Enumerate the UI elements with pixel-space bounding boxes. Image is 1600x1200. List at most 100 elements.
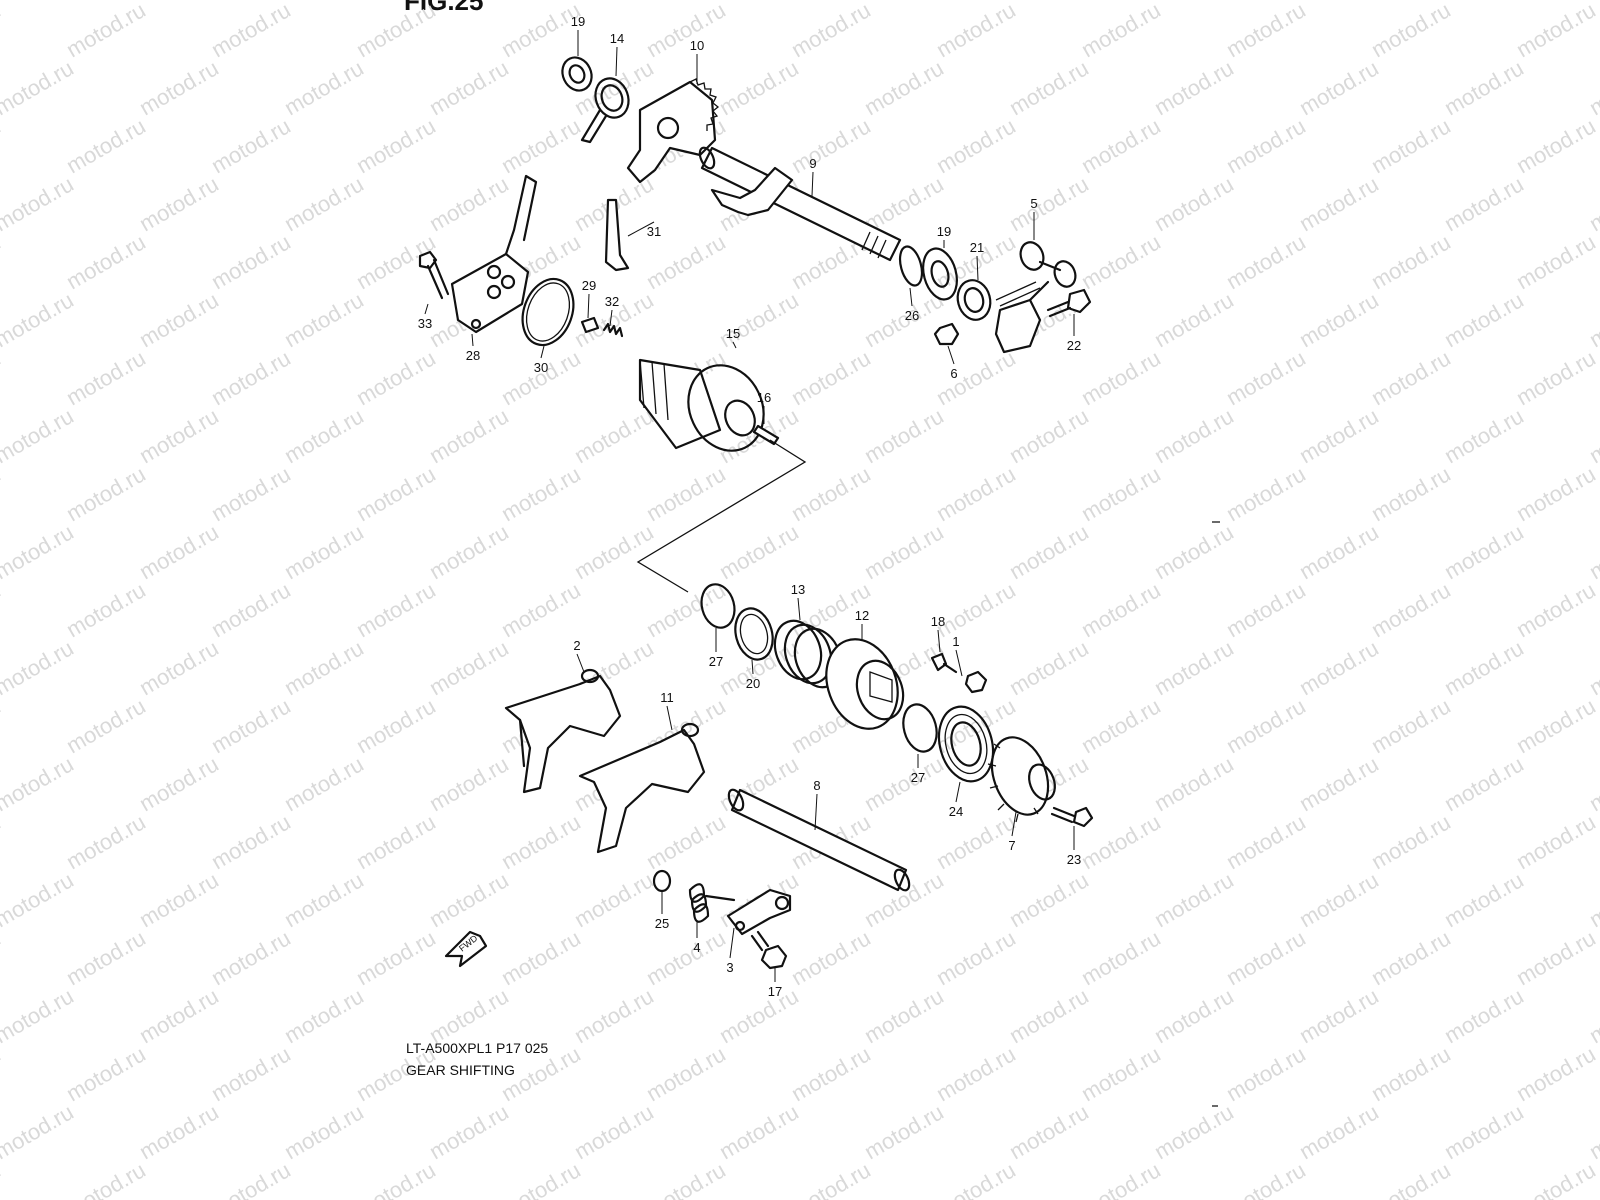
watermark-text: motod.ru <box>1077 0 1165 62</box>
part-22-bolt <box>1046 288 1092 318</box>
part-8-fork-shaft <box>727 788 911 892</box>
watermark-text: motod.ru <box>1440 635 1528 700</box>
watermark-text: motod.ru <box>0 577 5 642</box>
watermark-text: motod.ru <box>0 403 78 468</box>
callout-number-18: 18 <box>931 614 945 629</box>
watermark-text: motod.ru <box>280 983 368 1048</box>
watermark-text: motod.ru <box>497 925 585 990</box>
callout-number-19: 19 <box>571 14 585 29</box>
callout-number-29: 29 <box>582 278 596 293</box>
watermark-text: motod.ru <box>207 693 295 758</box>
watermark-text: motod.ru <box>135 867 223 932</box>
callout-number-27: 27 <box>911 770 925 785</box>
watermark-text: motod.ru <box>1512 809 1600 874</box>
part-10-shift-arm <box>626 78 720 184</box>
watermark-text: motod.ru <box>570 403 658 468</box>
watermark-text: motod.ru <box>135 403 223 468</box>
callout-leader-line <box>909 287 913 307</box>
watermark-text: motod.ru <box>1367 1157 1455 1200</box>
part-18-bolt <box>930 652 958 674</box>
watermark-text: motod.ru <box>1512 0 1600 62</box>
watermark-text: motod.ru <box>497 113 585 178</box>
watermark-text: motod.ru <box>207 1041 295 1106</box>
watermark-text: motod.ru <box>425 635 513 700</box>
watermark-text: motod.ru <box>1077 113 1165 178</box>
watermark-text: motod.ru <box>1005 635 1093 700</box>
watermark-text: motod.ru <box>1150 983 1238 1048</box>
watermark-text: motod.ru <box>280 1099 368 1164</box>
watermark-text: motod.ru <box>497 577 585 642</box>
part-30-o-ring <box>521 277 575 347</box>
watermark-text: motod.ru <box>1222 461 1310 526</box>
watermark-text: motod.ru <box>280 751 368 816</box>
watermark-text: motod.ru <box>642 577 730 642</box>
part-9-shift-shaft <box>698 146 902 262</box>
watermark-text: motod.ru <box>0 171 78 236</box>
watermark-text: motod.ru <box>352 809 440 874</box>
watermark-text: motod.ru <box>0 867 78 932</box>
watermark-text: motod.ru <box>1077 1041 1165 1106</box>
watermark-text: motod.ru <box>135 1099 223 1164</box>
part-24-bearing <box>937 705 995 783</box>
watermark-text: motod.ru <box>280 287 368 352</box>
watermark-text: motod.ru <box>0 809 5 874</box>
watermark-text: motod.ru <box>62 345 150 410</box>
watermark-text: motod.ru <box>1077 577 1165 642</box>
watermark-text: motod.ru <box>1585 1099 1600 1164</box>
watermark-text: motod.ru <box>62 229 150 294</box>
watermark-text: motod.ru <box>497 461 585 526</box>
watermark-text: motod.ru <box>280 0 368 4</box>
part-28-cover <box>450 174 538 334</box>
watermark-text: motod.ru <box>787 1041 875 1106</box>
callout-number-32: 32 <box>605 294 619 309</box>
watermark-text: motod.ru <box>1222 229 1310 294</box>
callout-number-11: 11 <box>660 690 674 705</box>
watermark-text: motod.ru <box>1005 0 1093 4</box>
watermark-text: motod.ru <box>787 925 875 990</box>
watermark-text: motod.ru <box>1440 287 1528 352</box>
part-3-stopper-arm <box>726 888 792 936</box>
watermark-text: motod.ru <box>0 983 78 1048</box>
watermark-text: motod.ru <box>1222 1041 1310 1106</box>
watermark-text: motod.ru <box>207 0 295 62</box>
watermark-text: motod.ru <box>62 0 150 62</box>
watermark-text: motod.ru <box>280 403 368 468</box>
watermark-text: motod.ru <box>135 519 223 584</box>
watermark-text: motod.ru <box>860 1099 948 1164</box>
callout-number-23: 23 <box>1067 852 1081 867</box>
watermark-text: motod.ru <box>135 0 223 4</box>
watermark-text: motod.ru <box>1585 403 1600 468</box>
part-33-bolt <box>418 250 450 300</box>
watermark-text: motod.ru <box>1512 461 1600 526</box>
watermark-text: motod.ru <box>642 461 730 526</box>
watermark-text: motod.ru <box>280 55 368 120</box>
watermark-text: motod.ru <box>0 229 5 294</box>
watermark-text: motod.ru <box>1222 0 1310 62</box>
part-23-bolt <box>1050 806 1094 828</box>
watermark-text: motod.ru <box>497 1157 585 1200</box>
watermark-text: motod.ru <box>1005 403 1093 468</box>
watermark-text: motod.ru <box>1585 287 1600 352</box>
watermark-text: motod.ru <box>0 461 5 526</box>
part-29-pin <box>580 316 600 334</box>
part-14-spring <box>580 77 630 144</box>
watermark-text: motod.ru <box>1585 635 1600 700</box>
callout-number-26: 26 <box>905 308 919 323</box>
watermark-text: motod.ru <box>642 809 730 874</box>
watermark-text: motod.ru <box>1150 751 1238 816</box>
watermark-text: motod.ru <box>207 925 295 990</box>
watermark-text: motod.ru <box>1150 287 1238 352</box>
watermark-text: motod.ru <box>1005 1099 1093 1164</box>
part-19-washer-right <box>922 247 958 301</box>
callout-number-15: 15 <box>726 326 740 341</box>
watermark-text: motod.ru <box>135 287 223 352</box>
watermark-text: motod.ru <box>0 0 5 62</box>
watermark-text: motod.ru <box>1295 519 1383 584</box>
watermark-text: motod.ru <box>1222 809 1310 874</box>
watermark-text: motod.ru <box>715 1099 803 1164</box>
watermark-text: motod.ru <box>1077 345 1165 410</box>
watermark-text: motod.ru <box>1077 1157 1165 1200</box>
fwd-arrow-icon: FWD <box>444 930 488 968</box>
